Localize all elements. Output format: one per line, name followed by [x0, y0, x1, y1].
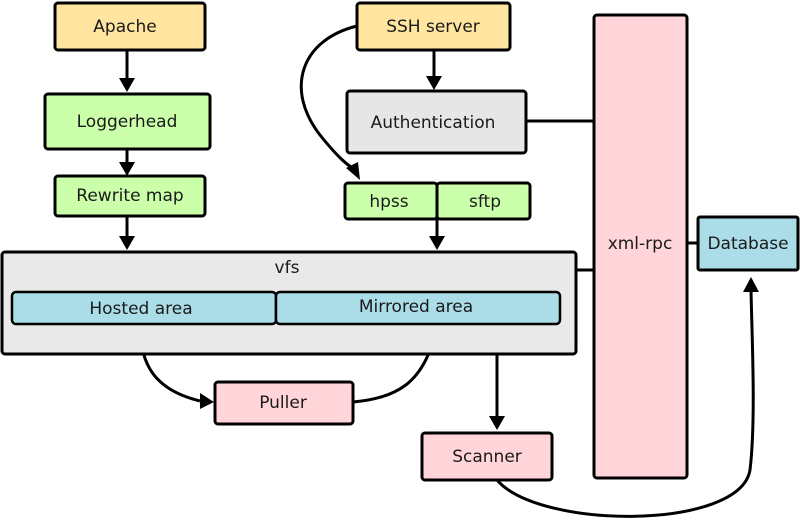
database-label: Database — [707, 234, 788, 254]
apache-label: Apache — [93, 17, 156, 37]
edge-scanner-database — [495, 289, 755, 518]
edge-ssh-hpss — [299, 24, 358, 172]
ssh-server-box — [355, 1, 512, 52]
puller-node: Puller — [213, 380, 355, 426]
arrowhead-hpss — [346, 162, 360, 180]
edge-puller-mirrored — [352, 344, 434, 404]
arrowhead-scanner — [489, 416, 505, 430]
arrowhead-rewrite — [119, 162, 135, 176]
ssh-server-label: SSH server — [386, 17, 480, 37]
arrowhead-vfs-right — [429, 236, 445, 250]
scanner-node: Scanner — [420, 431, 554, 482]
authentication-box — [345, 89, 528, 155]
sftp-box — [435, 181, 532, 221]
authentication-label: Authentication — [371, 113, 496, 133]
rewrite-map-node: Rewrite map — [53, 174, 207, 218]
mirrored-area-label: Mirrored area — [359, 297, 473, 317]
hpss-label: hpss — [369, 192, 408, 212]
ssh-server-node: SSH server — [355, 1, 512, 52]
loggerhead-node: Loggerhead — [43, 92, 212, 151]
apache-node: Apache — [53, 1, 207, 52]
arrowhead-loggerhead — [119, 78, 135, 92]
puller-label: Puller — [259, 393, 307, 413]
arrowhead-puller — [200, 393, 214, 409]
apache-box — [53, 1, 207, 52]
mirrored-area-box — [274, 290, 562, 326]
rewrite-map-box — [53, 174, 207, 218]
sftp-label: sftp — [469, 192, 501, 212]
arrowhead-auth — [426, 76, 442, 90]
authentication-node: Authentication — [345, 89, 528, 155]
database-node: Database — [696, 215, 800, 272]
scanner-box — [420, 431, 554, 482]
hosted-area-label: Hosted area — [89, 299, 192, 319]
hpss-sftp-node: hpss sftp — [343, 181, 532, 221]
vfs-node: vfs Hosted area Mirrored area — [0, 250, 578, 356]
loggerhead-label: Loggerhead — [77, 112, 178, 132]
scanner-label: Scanner — [452, 447, 522, 467]
edges — [119, 24, 759, 518]
xml-rpc-node: xml-rpc — [592, 13, 689, 480]
puller-box — [213, 380, 355, 426]
xml-rpc-box — [592, 13, 689, 480]
xml-rpc-label: xml-rpc — [608, 234, 673, 254]
rewrite-map-label: Rewrite map — [76, 186, 183, 206]
arrowhead-vfs-left — [119, 236, 135, 250]
arrowhead-database — [743, 277, 759, 292]
database-box — [696, 215, 800, 272]
vfs-label: vfs — [275, 258, 300, 278]
loggerhead-box — [43, 92, 212, 151]
